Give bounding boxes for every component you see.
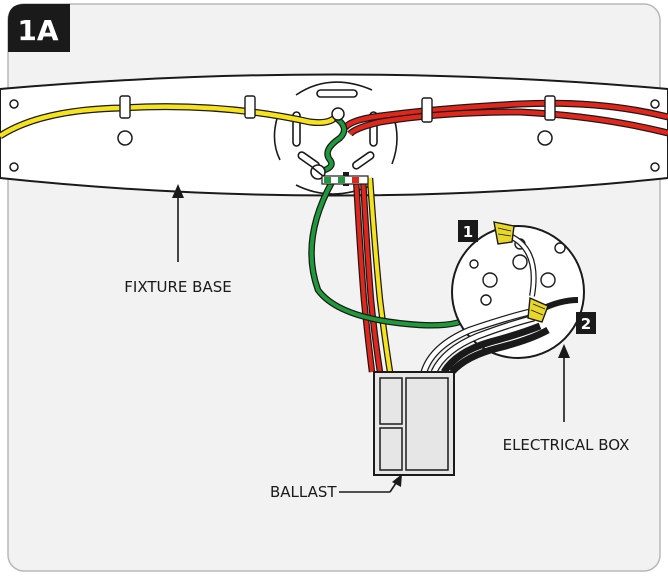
fixture-base-callout: FIXTURE BASE: [124, 184, 232, 296]
wire-clips: [119, 95, 556, 123]
ballast-callout: BALLAST: [270, 474, 402, 501]
marker-2-label: 2: [581, 315, 591, 333]
fixture-base-label: FIXTURE BASE: [124, 278, 231, 296]
electrical-box-label: ELECTRICAL BOX: [503, 436, 630, 454]
electrical-box-callout: ELECTRICAL BOX: [503, 344, 630, 454]
step-badge-label: 1A: [17, 14, 58, 47]
ground-lead-band: [321, 175, 369, 185]
wire-nut-2: [527, 296, 549, 323]
marker-2: 2: [576, 312, 596, 334]
ballast-label: BALLAST: [270, 483, 337, 501]
marker-1: 1: [458, 220, 478, 242]
wire-nut-1: [493, 221, 515, 245]
ballast: [373, 371, 455, 476]
box-leads: [420, 308, 550, 375]
ballast-leads: [352, 177, 394, 373]
marker-1-label: 1: [463, 223, 473, 241]
red-wire-bundle-base: [342, 99, 668, 137]
step-badge: 1A: [8, 4, 70, 52]
